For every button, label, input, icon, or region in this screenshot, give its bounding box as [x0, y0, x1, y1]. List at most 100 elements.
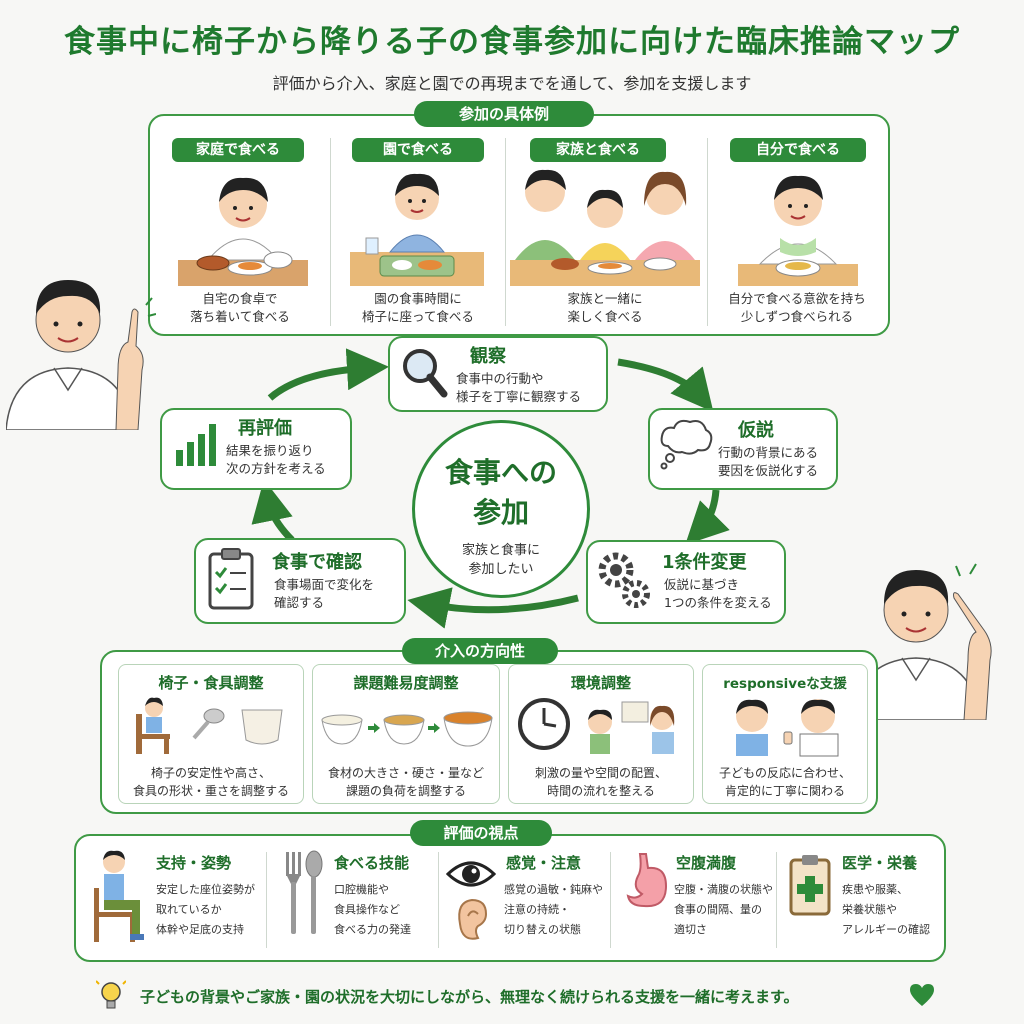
caption-line: 落ち着いて食べる — [190, 309, 290, 324]
intervention-title: 課題難易度調整 — [353, 674, 459, 692]
divider — [610, 852, 611, 948]
evaluation-title: 食べる技能 — [334, 854, 410, 872]
page-title: 食事中に椅子から降りる子の食事参加に向けた臨床推論マップ — [64, 24, 960, 60]
divider — [438, 852, 439, 948]
desc-line: 1つの条件を変える — [664, 595, 772, 610]
evaluation-desc: 安定した座位姿勢が 取れているか 体幹や足底の支持 — [156, 880, 255, 940]
clipboard-icon — [208, 548, 254, 610]
desc-line: 食事の間隔、量の — [674, 903, 762, 916]
caption-line: 椅子に座って食べる — [362, 309, 474, 324]
caption-line: 家族と一緒に — [567, 291, 643, 306]
example-card-title-home: 家庭で食べる — [172, 138, 304, 162]
example-card-caption: 園の食事時間に 椅子に座って食べる — [336, 290, 500, 326]
desc-line: 栄養状態や — [842, 903, 897, 916]
gears-icon — [598, 552, 650, 608]
desc-line: 疾患や服薬、 — [842, 883, 908, 896]
evaluation-desc: 口腔機能や 食具操作など 食べる力の発達 — [334, 880, 411, 940]
center-title-line2: 参加 — [472, 496, 529, 529]
cycle-node-title: 再評価 — [238, 418, 292, 439]
desc-line: 安定した座位姿勢が — [156, 883, 255, 896]
family-eating-illustration — [510, 169, 700, 286]
evaluation-desc: 疾患や服薬、 栄養状態や アレルギーの確認 — [842, 880, 930, 940]
example-card-title-nursery: 園で食べる — [352, 138, 484, 162]
desc-line: 時間の流れを整える — [547, 784, 655, 798]
heart-icon — [910, 984, 934, 1006]
desc-line: 次の方針を考える — [226, 461, 326, 476]
cycle-node-title: 観察 — [470, 346, 506, 367]
desc-line: 感覚の過敏・鈍麻や — [504, 883, 603, 896]
examples-header: 参加の具体例 — [414, 101, 594, 127]
desc-line: 椅子の安定性や高さ、 — [150, 766, 271, 780]
bar-chart-icon — [176, 424, 216, 466]
divider — [505, 138, 506, 326]
clock-environment-icon — [518, 698, 675, 754]
center-desc-line1: 家族と食事に — [461, 543, 540, 558]
intervention-desc: 椅子の安定性や高さ、 食具の形状・重さを調整する — [118, 764, 304, 800]
desc-line: 行動の背景にある — [718, 445, 819, 460]
evaluation-title: 感覚・注意 — [506, 854, 582, 872]
desc-line: 確認する — [274, 595, 325, 610]
cycle-node-desc: 食事場面で変化を 確認する — [274, 576, 374, 612]
divider — [707, 138, 708, 326]
desc-line: 要因を仮説化する — [718, 463, 819, 478]
cycle-node-desc: 行動の背景にある 要因を仮説化する — [718, 444, 818, 480]
cycle-node-desc: 結果を振り返り 次の方針を考える — [226, 442, 326, 478]
page-subtitle: 評価から介入、家庭と園での再現までを通して、参加を支援します — [272, 74, 752, 93]
desc-line: アレルギーの確認 — [842, 923, 930, 936]
cycle-center-circle: 食事への 参加 家族と食事に 参加したい — [412, 420, 590, 598]
divider — [266, 852, 267, 948]
evaluation-title: 空腹満腹 — [676, 854, 737, 872]
evaluation-title: 支持・姿勢 — [156, 854, 232, 872]
fork-spoon-icon — [286, 850, 323, 934]
responsive-support-icon — [736, 699, 839, 757]
desc-line: 適切さ — [674, 923, 707, 936]
cycle-node-desc: 食事中の行動や 様子を丁寧に観察する — [456, 370, 581, 406]
intervention-desc: 食材の大きさ・硬さ・量など 課題の負荷を調整する — [312, 764, 500, 800]
caption-line: 自分で食べる意欲を持ち — [728, 291, 866, 306]
center-title-line1: 食事への — [444, 456, 557, 489]
lightbulb-icon — [96, 980, 126, 1009]
desc-line: 様子を丁寧に観察する — [456, 389, 582, 404]
therapist-right-illustration — [851, 563, 992, 720]
evaluation-header: 評価の視点 — [410, 820, 552, 846]
desc-line: 結果を振り返り — [226, 443, 314, 458]
desc-line: 食事場面で変化を — [274, 577, 375, 592]
intervention-desc: 子どもの反応に合わせ、 肯定的に丁寧に関わる — [702, 764, 868, 800]
intervention-desc: 刺激の量や空間の配置、 時間の流れを整える — [508, 764, 694, 800]
desc-line: 食具操作など — [334, 903, 400, 916]
desc-line: 口腔機能や — [334, 883, 389, 896]
desc-line: 取れているか — [156, 903, 222, 916]
example-card-caption: 自宅の食卓で 落ち着いて食べる — [160, 290, 320, 326]
desc-line: 仮説に基づき — [664, 577, 740, 592]
desc-line: 刺激の量や空間の配置、 — [534, 766, 667, 780]
center-desc-line2: 参加したい — [468, 562, 534, 577]
example-card-title-family: 家族と食べる — [530, 138, 666, 162]
evaluation-desc: 空腹・満腹の状態や 食事の間隔、量の 適切さ — [674, 880, 773, 940]
desc-line: 体幹や足底の支持 — [156, 923, 244, 936]
cycle-node-reeval — [160, 408, 352, 490]
evaluation-desc: 感覚の過敏・鈍麻や 注意の持続・ 切り替えの状態 — [504, 880, 603, 940]
intervention-title: 環境調整 — [570, 674, 631, 692]
intervention-title: 椅子・食具調整 — [158, 674, 264, 692]
cycle-node-title: 仮説 — [738, 420, 774, 441]
caption-line: 園の食事時間に — [374, 291, 462, 306]
caption-line: 自宅の食卓で — [202, 291, 278, 306]
desc-line: 注意の持続・ — [504, 903, 570, 916]
medical-clipboard-icon — [789, 855, 831, 916]
chair-utensils-icon — [136, 697, 283, 754]
desc-line: 食具の形状・重さを調整する — [132, 784, 289, 798]
example-card-caption: 自分で食べる意欲を持ち 少しずつ食べられる — [712, 290, 882, 326]
evaluation-title: 医学・栄養 — [842, 854, 918, 872]
desc-line: 食材の大きさ・硬さ・量など — [327, 766, 484, 780]
therapist-left-illustration — [6, 280, 156, 430]
magnifier-icon — [403, 349, 448, 398]
eye-ear-icon — [446, 861, 496, 940]
example-card-title-self: 自分で食べる — [730, 138, 866, 162]
desc-line: 空腹・満腹の状態や — [674, 883, 773, 896]
child-eating-self-illustration — [738, 175, 858, 286]
desc-line: 切り替えの状態 — [504, 923, 581, 936]
desc-line: 肯定的に丁寧に関わる — [724, 784, 845, 798]
example-card-caption: 家族と一緒に 楽しく食べる — [520, 290, 690, 326]
footer-message: 子どもの背景やご家族・園の状況を大切にしながら、無理なく続けられる支援を一緒に考… — [140, 988, 799, 1006]
